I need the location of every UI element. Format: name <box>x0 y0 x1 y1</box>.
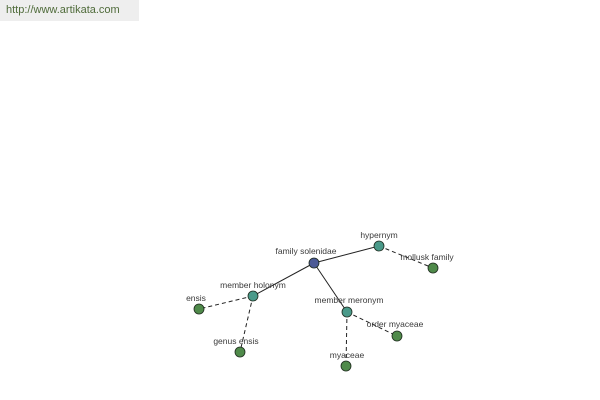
label-myaceae: myaceae <box>330 350 365 360</box>
node-member-holonym[interactable] <box>247 290 259 302</box>
nodes-layer <box>193 240 439 372</box>
edge-member-meronym-to-order-myaceae <box>346 311 398 337</box>
site-url-link[interactable]: http://www.artikata.com <box>6 4 120 16</box>
node-family-solenidae[interactable] <box>308 257 320 269</box>
node-order-myaceae[interactable] <box>391 330 403 342</box>
edge-family-solenidae-to-member-holonym <box>252 262 315 297</box>
node-member-meronym[interactable] <box>341 306 353 318</box>
edges-layer <box>198 245 434 367</box>
label-mollusk-family: mollusk family <box>400 252 454 262</box>
label-hypernym: hypernym <box>360 230 397 240</box>
node-genus-ensis[interactable] <box>234 346 246 358</box>
node-hypernym[interactable] <box>373 240 385 252</box>
node-ensis[interactable] <box>193 303 205 315</box>
label-order-myaceae: order myaceae <box>367 319 424 329</box>
label-member-holonym: member holonym <box>220 280 286 290</box>
edge-member-holonym-to-genus-ensis <box>239 295 254 353</box>
labels-layer: family solenidae hypernym member holonym me… <box>186 230 454 360</box>
edge-hypernym-to-mollusk-family <box>378 245 434 269</box>
node-mollusk-family[interactable] <box>427 262 439 274</box>
edge-family-solenidae-to-member-meronym <box>313 262 348 313</box>
url-bar: http://www.artikata.com <box>0 0 139 21</box>
label-ensis: ensis <box>186 293 206 303</box>
label-genus-ensis: genus ensis <box>213 336 258 346</box>
edge-member-holonym-to-ensis <box>198 295 254 310</box>
node-myaceae[interactable] <box>340 360 352 372</box>
label-family-solenidae: family solenidae <box>276 246 337 256</box>
label-member-meronym: member meronym <box>315 295 384 305</box>
edge-member-meronym-to-myaceae <box>345 311 348 367</box>
edge-family-solenidae-to-hypernym <box>313 245 380 264</box>
